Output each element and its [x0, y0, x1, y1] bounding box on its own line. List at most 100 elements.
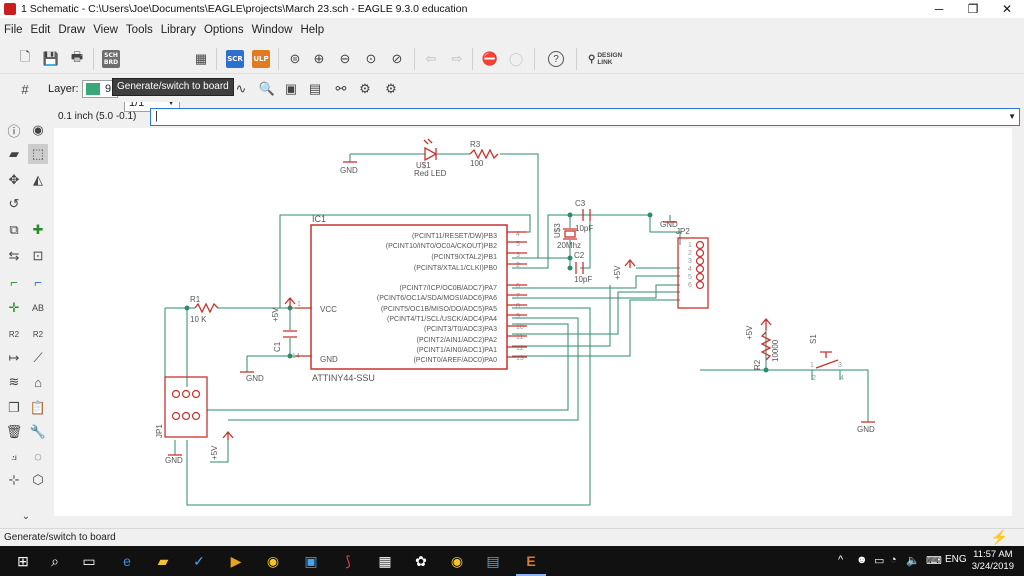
expand-icon[interactable]: ⌄ — [21, 510, 31, 522]
bolt-icon[interactable]: ⚡ — [990, 529, 1008, 545]
people-icon[interactable]: ☻ — [856, 554, 868, 566]
redo-icon[interactable]: ⇨ — [451, 51, 463, 66]
edge-icon[interactable]: e — [123, 553, 131, 569]
menu-tools[interactable]: Tools — [125, 24, 153, 36]
attribute-icon[interactable]: ≋ — [8, 374, 20, 389]
gear-icon[interactable]: ⚙ — [359, 81, 371, 96]
go-icon[interactable]: ◯ — [508, 51, 524, 66]
layer-settings-icon[interactable]: ▰ — [9, 146, 19, 161]
task-view-icon[interactable]: ▭ — [82, 552, 96, 569]
select-icon[interactable]: ⬚ — [28, 144, 48, 164]
copy-page-icon[interactable]: ❐ — [8, 400, 20, 415]
print-icon[interactable]: 🖶 — [70, 49, 84, 64]
zoom-out-icon[interactable]: ⊖ — [339, 51, 351, 66]
design-link-button[interactable]: ⚲DESIGN LINK — [588, 52, 623, 66]
net-icon[interactable]: ⌐ — [10, 274, 18, 290]
menu-window[interactable]: Window — [251, 24, 293, 36]
search-icon[interactable]: ⌕ — [51, 552, 59, 569]
add-part-icon[interactable]: ✚ — [32, 222, 44, 237]
command-input[interactable]: | — [150, 108, 1020, 126]
new-file-icon[interactable]: 🗋 — [19, 49, 31, 64]
errors-icon[interactable]: ▤ — [308, 81, 322, 96]
menu-library[interactable]: Library — [160, 24, 196, 36]
name-icon[interactable]: R2 — [8, 329, 20, 339]
zoom-fit-icon[interactable]: ⊜ — [289, 51, 301, 66]
chrome-icon[interactable]: ◉ — [266, 552, 280, 569]
undo-icon[interactable]: ⇦ — [425, 51, 437, 66]
zoom-select-icon[interactable]: ⊘ — [391, 51, 403, 66]
erc-icon[interactable]: ▣ — [284, 81, 298, 96]
mail-icon[interactable]: ✓ — [193, 552, 205, 569]
menu-bar: File Edit Draw View Tools Library Option… — [0, 20, 1024, 40]
tag-icon[interactable]: ⌂ — [34, 374, 42, 390]
polygon-icon[interactable]: ⬡ — [32, 472, 44, 487]
label-icon[interactable]: AB — [31, 303, 44, 313]
ulp-button[interactable]: ULP — [250, 48, 272, 70]
layer-select[interactable]: 9 — [82, 80, 118, 98]
copy-icon[interactable]: ⧉ — [9, 222, 19, 237]
vertical-scrollbar[interactable] — [1012, 128, 1024, 516]
zoom-redraw-icon[interactable]: ⊙ — [365, 51, 377, 66]
chevron-down-icon[interactable]: ▼ — [1008, 112, 1016, 121]
paste-icon[interactable]: 📋 — [29, 400, 47, 415]
horizontal-scrollbar[interactable] — [54, 516, 1012, 526]
wifi-icon[interactable]: ◔ — [890, 554, 897, 566]
eagle-taskbar-icon[interactable]: E — [516, 550, 546, 576]
arc-icon[interactable]: ⊹ — [8, 472, 20, 487]
line-icon[interactable]: ⟋ — [33, 350, 43, 365]
bus-icon[interactable]: ⌐ — [34, 274, 42, 290]
schematic-canvas[interactable]: IC1 ATTINY44-SSU VCC GND 1 14 (PCINT11/R… — [54, 128, 1012, 516]
menu-options[interactable]: Options — [203, 24, 244, 36]
info-icon[interactable]: ⓘ — [7, 123, 21, 139]
magnify-icon[interactable]: 🔍 — [258, 81, 276, 96]
tray-chevron-icon[interactable]: ^ — [838, 554, 844, 566]
settings-icon[interactable]: ⚙ — [385, 81, 397, 96]
mirror-icon[interactable]: ◭ — [33, 172, 43, 187]
paint-icon[interactable]: ✿ — [415, 552, 427, 569]
save-icon[interactable]: 💾 — [42, 51, 60, 66]
junction-icon[interactable]: ✛ — [8, 300, 20, 315]
delete-icon[interactable]: 🗑 — [5, 424, 23, 439]
menu-edit[interactable]: Edit — [30, 24, 51, 36]
app-icon[interactable]: ▤ — [486, 552, 500, 569]
clock[interactable]: 11:57 AM 3/24/2019 — [971, 549, 1014, 572]
chrome-icon[interactable]: ◉ — [450, 552, 464, 569]
help-icon[interactable]: ? — [545, 48, 567, 70]
menu-file[interactable]: File — [4, 24, 23, 36]
rotate-icon[interactable]: ↺ — [8, 196, 20, 211]
value-icon[interactable]: R2 — [32, 329, 44, 339]
language-indicator[interactable]: ENG — [945, 554, 967, 565]
menu-draw[interactable]: Draw — [58, 24, 86, 36]
maximize-button[interactable]: ❐ — [967, 2, 979, 16]
stop-icon[interactable]: ⛔ — [481, 51, 499, 66]
app-icon[interactable]: ▣ — [304, 552, 318, 569]
eye-icon[interactable]: ◉ — [32, 122, 44, 137]
move-icon[interactable]: ✥ — [8, 172, 20, 187]
minimize-button[interactable]: ─ — [934, 2, 944, 16]
grid-icon[interactable]: # — [21, 81, 29, 97]
circle-icon[interactable]: ◌ — [34, 448, 42, 464]
split-icon[interactable]: ↦ — [8, 350, 20, 365]
input-icon[interactable]: ⌨ — [926, 555, 942, 567]
windows-start-icon[interactable]: ⊞ — [17, 552, 29, 569]
replace-icon[interactable]: ⇆ — [8, 248, 20, 263]
file-explorer-icon[interactable]: ▰ — [157, 552, 169, 569]
media-icon[interactable]: ▶ — [230, 552, 242, 569]
menu-view[interactable]: View — [93, 24, 118, 36]
wave-icon[interactable]: ∿ — [235, 81, 247, 96]
zoom-in-icon[interactable]: ⊕ — [313, 51, 325, 66]
wire-icon[interactable]: ⟓ — [10, 448, 18, 463]
calculator-icon[interactable]: ▦ — [378, 552, 392, 569]
sch-brd-switch-button[interactable]: SCH BRD — [102, 50, 120, 68]
volume-icon[interactable]: 🔈 — [906, 555, 920, 567]
stack-icon[interactable]: ▦ — [194, 51, 208, 66]
close-button[interactable]: ✕ — [1001, 2, 1013, 16]
ic1-pin-label: (PCINT8/XTAL1/CLKI)PB0 — [414, 265, 497, 272]
acrobat-icon[interactable]: ⟆ — [345, 552, 351, 569]
add-icon[interactable]: ⚯ — [335, 81, 347, 96]
script-button[interactable]: SCR — [224, 48, 246, 70]
menu-help[interactable]: Help — [300, 24, 325, 36]
wrench-icon[interactable]: 🔧 — [29, 424, 47, 439]
battery-icon[interactable]: ▭ — [874, 555, 885, 567]
gate-icon[interactable]: ⊡ — [32, 248, 44, 263]
